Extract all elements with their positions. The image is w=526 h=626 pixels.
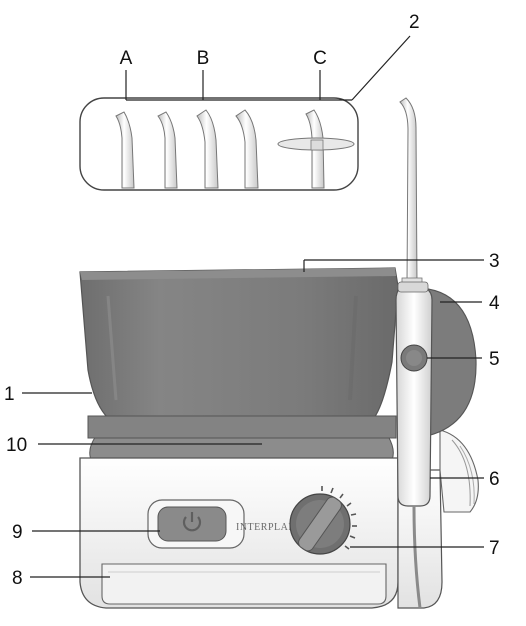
callout-5: 5 xyxy=(489,349,500,370)
nozzle-set-box xyxy=(79,97,359,191)
on-off-switch[interactable] xyxy=(147,499,245,549)
pressure-control-dial[interactable] xyxy=(289,486,357,555)
power-icon xyxy=(182,512,202,532)
label-nozzle-a: A xyxy=(120,48,133,69)
brand-logo: INTERPLAK xyxy=(236,522,296,533)
callout-8: 8 xyxy=(12,568,23,589)
label-nozzle-b: B xyxy=(197,48,210,69)
nozzle-a-standard xyxy=(115,111,135,189)
callout-4: 4 xyxy=(489,293,500,314)
storage-drawer[interactable] xyxy=(101,563,387,605)
nozzle-storage-clip xyxy=(439,429,479,513)
nozzle-a-standard-2 xyxy=(157,111,178,189)
hose-cord xyxy=(412,505,422,609)
callout-2: 2 xyxy=(409,12,420,33)
callout-7: 7 xyxy=(489,538,500,559)
nozzle-b-orthodontic-2 xyxy=(235,109,259,189)
dial-scale-marks xyxy=(321,486,357,550)
callout-9: 9 xyxy=(12,522,23,543)
callout-1: 1 xyxy=(4,384,15,405)
nozzle-c-tongue-cleaner xyxy=(277,109,355,189)
water-reservoir xyxy=(79,267,399,463)
callout-6: 6 xyxy=(489,469,500,490)
label-nozzle-c: C xyxy=(313,48,327,69)
labels: A B C 2 3 4 5 1 10 6 9 7 8 xyxy=(4,12,500,589)
callout-10: 10 xyxy=(6,435,27,456)
callout-3: 3 xyxy=(489,251,500,272)
pause-button[interactable] xyxy=(400,344,428,372)
nozzle-b-orthodontic xyxy=(196,109,219,189)
handle[interactable] xyxy=(395,281,433,507)
leader-lines xyxy=(22,35,484,578)
